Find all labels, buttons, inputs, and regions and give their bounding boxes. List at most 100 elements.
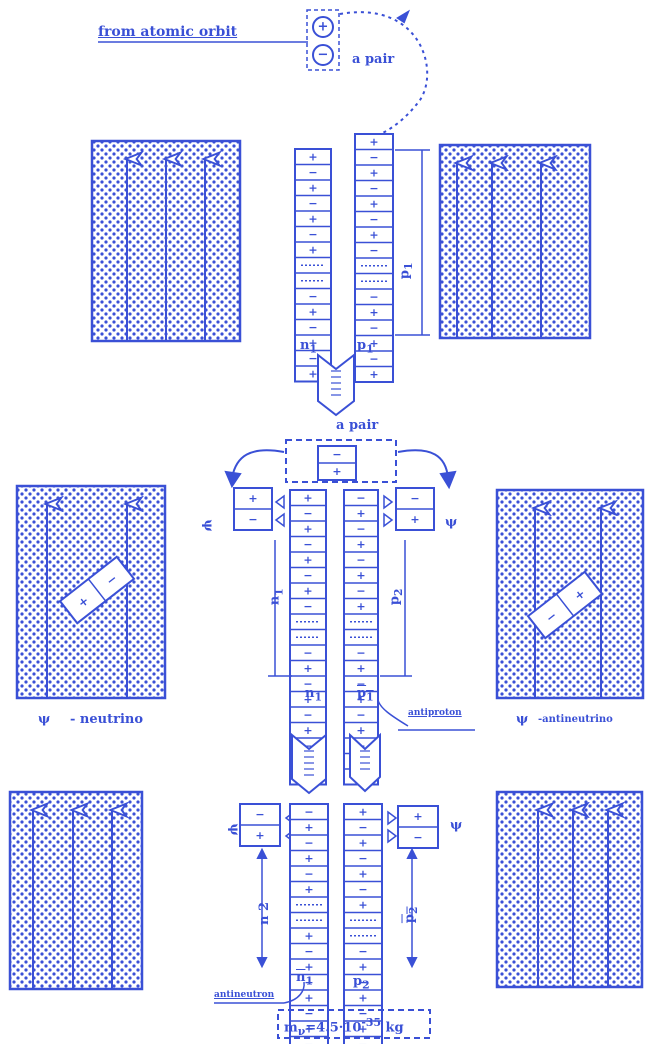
panel-bottom-left xyxy=(10,792,142,989)
p2-length-label: p2 xyxy=(388,588,406,605)
mid-left-emitted-pair-bottom-sign: − xyxy=(248,513,257,526)
column-p1-top-sign-3: − xyxy=(369,182,378,195)
mid-pair-arrowhead-left xyxy=(226,472,240,486)
n1-length-label: n1 xyxy=(268,588,286,605)
a-pair-top-label: a pair xyxy=(352,52,394,67)
column-n1-top-sign-5: − xyxy=(308,228,317,241)
column-n1-mid-sign-5: − xyxy=(303,569,312,582)
neutrino-psi: ψ xyxy=(38,712,50,727)
column-n1-top-sign-2: + xyxy=(308,181,317,194)
column-p1-top-sign-1: − xyxy=(369,151,378,164)
mid-pair-box-top-sign: − xyxy=(332,448,341,461)
bottom-left-emitted-pair-top-sign: − xyxy=(255,808,264,821)
column-p1-top-sign-2: + xyxy=(369,166,378,179)
column-n1bar-bottom-sign-4: − xyxy=(304,867,313,880)
orbit-dashed-curve xyxy=(340,12,427,135)
column-p1bar-mid-sign-4: − xyxy=(356,553,365,566)
antiproton-label: antiproton xyxy=(408,708,462,718)
column-n1-mid-sign-7: − xyxy=(303,600,312,613)
column-n1-mid-sign-10: − xyxy=(303,646,312,659)
neutrino-label: - neutrino xyxy=(70,712,143,727)
from-atomic-orbit-label: from atomic orbit xyxy=(98,24,237,40)
p2-bottom-label: p2 xyxy=(353,974,370,992)
mid-left-emitted-pair-top-sign: + xyxy=(248,492,257,505)
mid-pair-arrowhead-right xyxy=(441,472,455,487)
psi-left-bottom: ψ xyxy=(227,823,242,835)
column-n1-top-sign-9: − xyxy=(308,290,317,303)
panel-top-right xyxy=(440,145,590,338)
column-p2-bottom-sign-3: − xyxy=(358,852,367,865)
mid-pair-box-bottom-sign: + xyxy=(332,465,341,478)
bottom-right-emit-arrow-2 xyxy=(388,830,396,842)
column-n1-top-sign-0: + xyxy=(308,150,317,163)
column-n1bar-bottom-sign-9: − xyxy=(304,945,313,958)
column-p1bar-mid-sign-15: + xyxy=(356,724,365,737)
column-p2-bottom-sign-12: + xyxy=(358,991,367,1004)
column-p2-bottom-sign-5: − xyxy=(358,883,367,896)
column-n1-mid-sign-15: + xyxy=(303,724,312,737)
mid-right-emitted-pair-bottom-sign: + xyxy=(410,513,419,526)
column-n1-mid-sign-6: + xyxy=(303,584,312,597)
column-p2-bottom-sign-10: + xyxy=(358,960,367,973)
mid-left-emit-arrow-1 xyxy=(276,496,284,508)
column-p1-top-sign-5: − xyxy=(369,213,378,226)
column-p2-bottom-sign-0: + xyxy=(358,805,367,818)
column-n1-mid-sign-0: + xyxy=(303,491,312,504)
column-n1bar-bottom-sign-12: + xyxy=(304,991,313,1004)
column-n1bar-bottom-sign-8: + xyxy=(304,929,313,942)
antineutrino-label: -antineutrino xyxy=(538,714,613,725)
n1-top-label: n1 xyxy=(300,338,317,356)
n1-mid-label: n1 xyxy=(305,686,322,704)
column-n1-top-sign-1: − xyxy=(308,166,317,179)
column-p1-top-sign-15: + xyxy=(369,368,378,381)
column-p1bar-mid-sign-0: − xyxy=(356,491,365,504)
column-n1-mid-sign-2: + xyxy=(303,522,312,535)
column-p1-top-sign-6: + xyxy=(369,228,378,241)
p1-top-label: p1 xyxy=(357,338,374,356)
mid-left-emit-arrow-2 xyxy=(276,514,284,526)
column-n1-top-sign-6: + xyxy=(308,243,317,256)
column-n1-top-sign-10: + xyxy=(308,305,317,318)
p2bar-dim-arrow-down xyxy=(408,958,416,966)
column-p1bar-mid-sign-7: + xyxy=(356,600,365,613)
column-p2-bottom-sign-2: + xyxy=(358,836,367,849)
mid-right-emit-arrow-2 xyxy=(384,514,392,526)
column-p1bar-mid-sign-6: − xyxy=(356,584,365,597)
n2-dim-arrow-up xyxy=(258,850,266,858)
column-p1bar-mid-sign-5: + xyxy=(356,569,365,582)
orbit-curve-arrowhead xyxy=(398,12,408,22)
column-p1-top-sign-4: + xyxy=(369,197,378,210)
psi-right-mid: ψ xyxy=(445,515,457,530)
column-n1-mid-sign-3: − xyxy=(303,538,312,551)
n2-length-label: n 2 xyxy=(257,902,272,925)
column-n1bar-bottom-sign-5: + xyxy=(304,883,313,896)
column-n1-mid-sign-1: − xyxy=(303,507,312,520)
column-n1bar-bottom-sign-0: − xyxy=(304,805,313,818)
n1bar-bottom-label: n1 xyxy=(296,970,313,988)
n2-dim-arrow-down xyxy=(258,958,266,966)
column-p1-top-sign-11: + xyxy=(369,306,378,319)
column-n1-top-sign-4: + xyxy=(308,212,317,225)
column-n1-top-sign-3: − xyxy=(308,197,317,210)
column-p1bar-mid-sign-11: + xyxy=(356,662,365,675)
column-n1bar-bottom-sign-3: + xyxy=(304,852,313,865)
column-p1-top-sign-12: − xyxy=(369,321,378,334)
chevron-top xyxy=(318,355,354,415)
bottom-right-emit-arrow-1 xyxy=(388,812,396,824)
antineutron-label: antineutron xyxy=(214,990,274,1000)
mass-formula: mν=4.5·10-35 kg xyxy=(284,1016,404,1038)
column-p2-bottom-sign-1: − xyxy=(358,821,367,834)
column-p1-top-sign-7: − xyxy=(369,244,378,257)
p2bar-dim-arrow-up xyxy=(408,850,416,858)
antineutrino-psi: ψ xyxy=(516,712,528,727)
column-p1-top-sign-0: + xyxy=(369,135,378,148)
column-p1bar-mid-sign-14: − xyxy=(356,708,365,721)
column-n1-mid-sign-14: − xyxy=(303,708,312,721)
column-p2-bottom-sign-6: + xyxy=(358,898,367,911)
panel-bottom-right xyxy=(497,792,642,987)
column-n1bar-bottom-sign-2: − xyxy=(304,836,313,849)
bottom-right-emitted-pair-top-sign: + xyxy=(413,810,422,823)
column-p1bar-mid-sign-10: − xyxy=(356,646,365,659)
column-p1-top-sign-10: − xyxy=(369,290,378,303)
mid-right-emit-arrow-1 xyxy=(384,496,392,508)
